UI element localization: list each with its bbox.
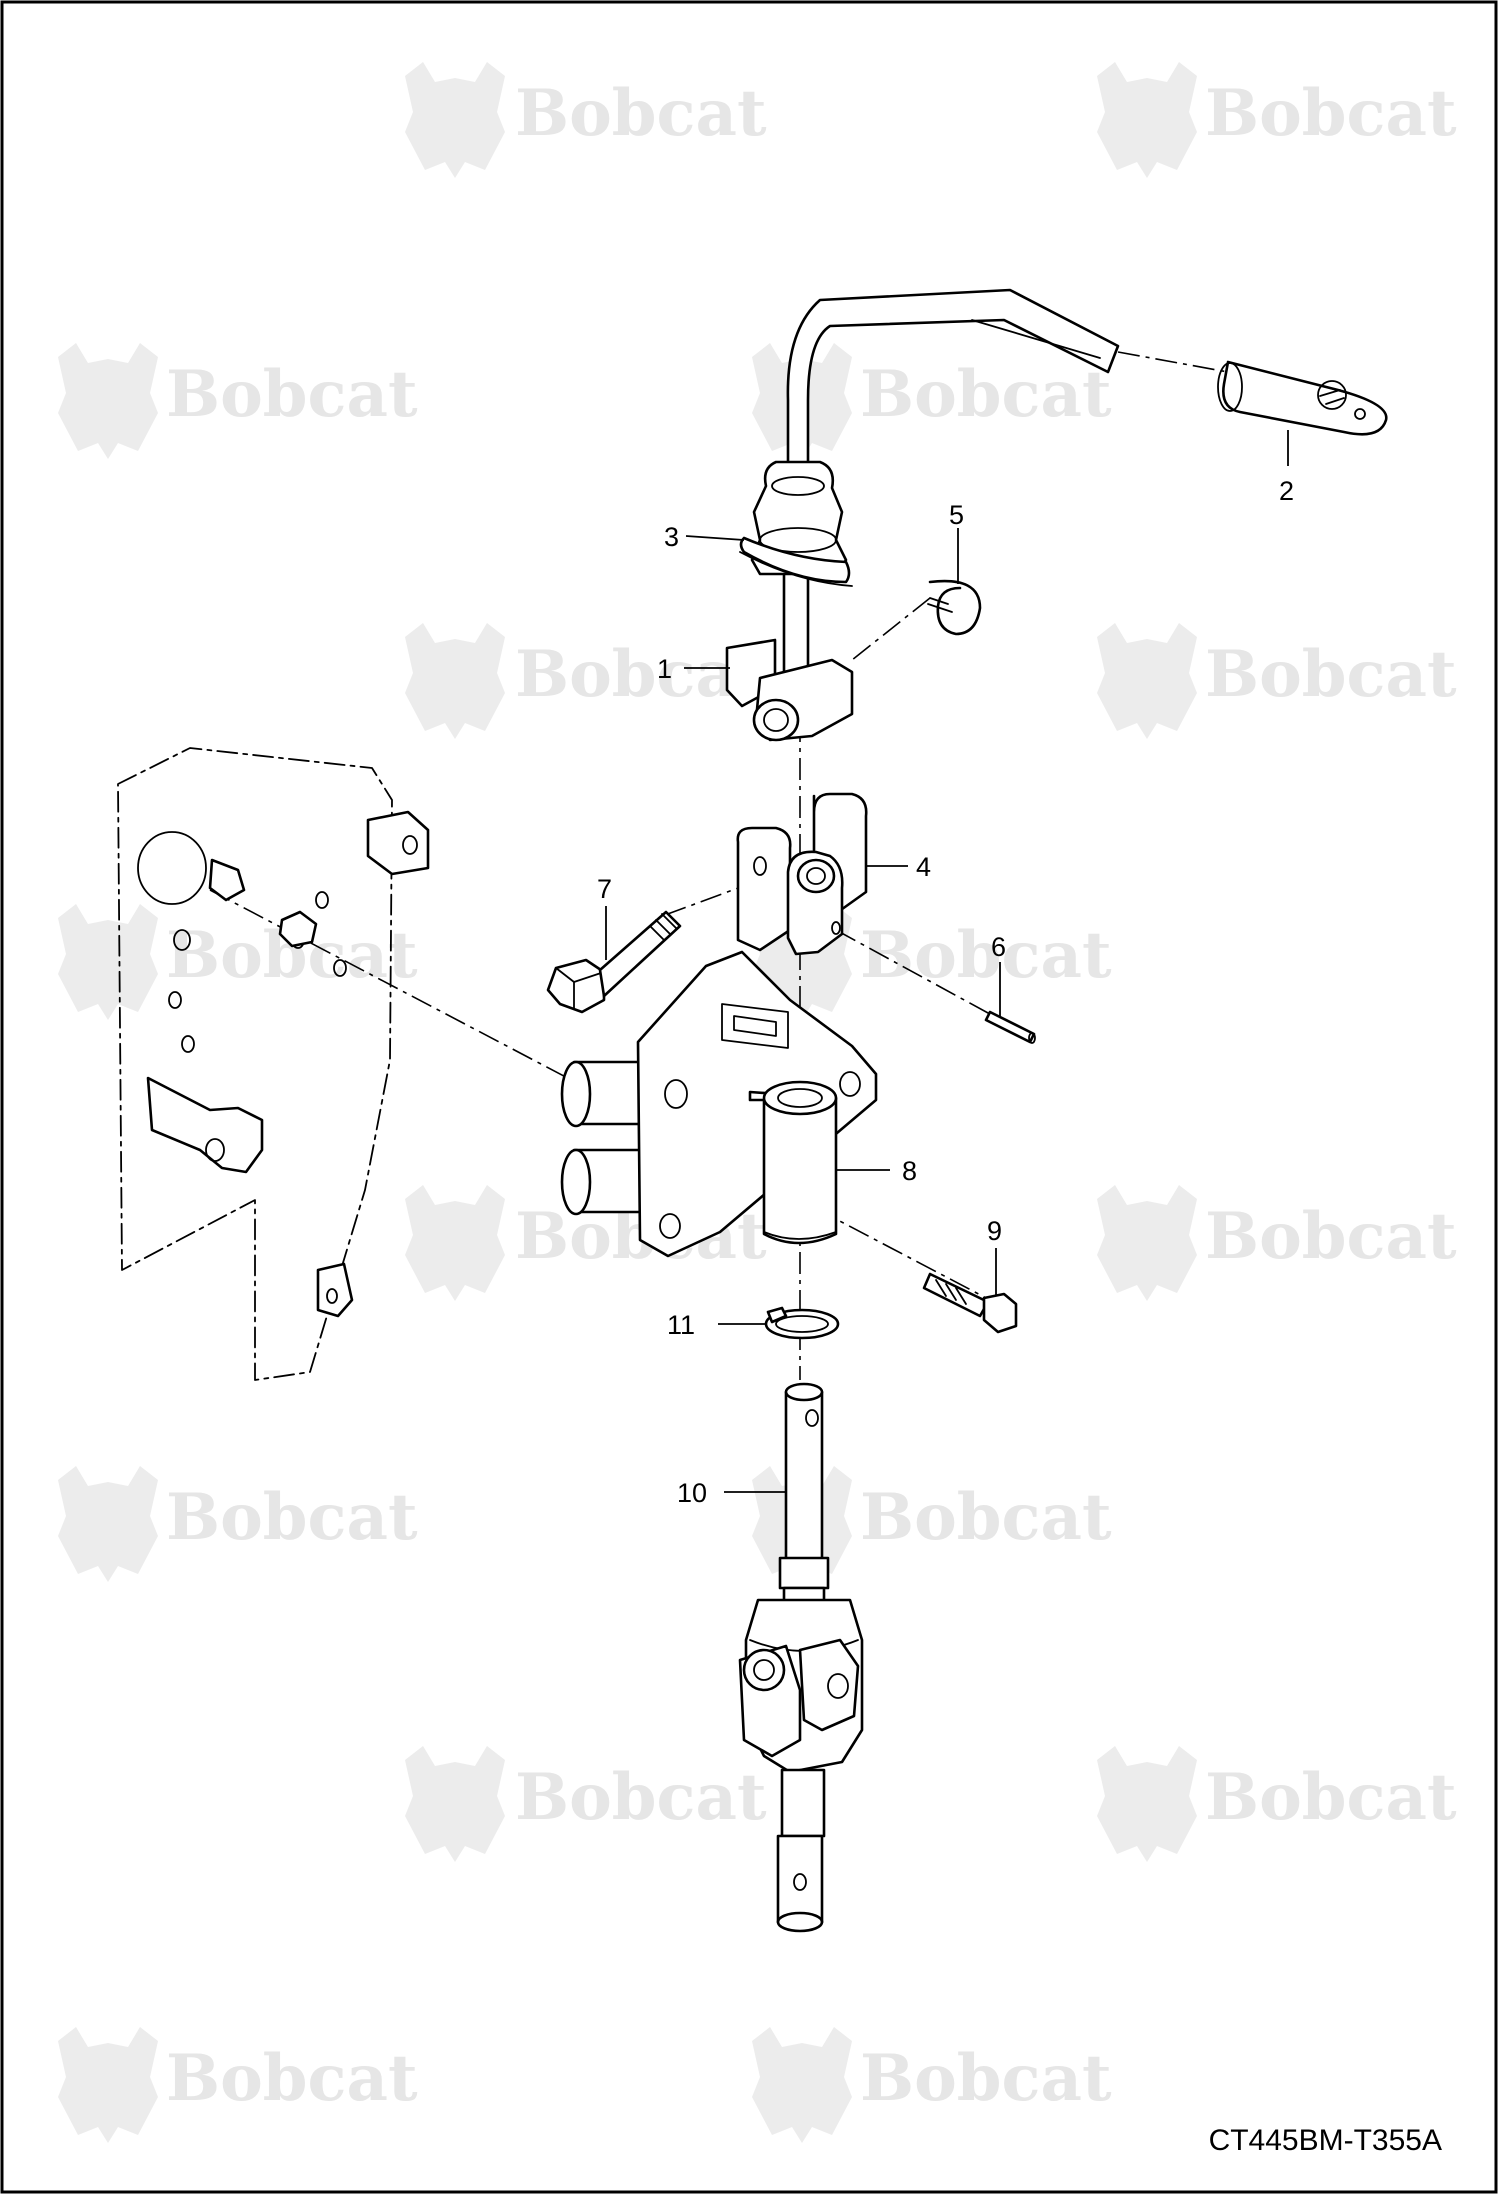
callout-labels: 1 2 3 4 5 6 7 8 9 10 11 xyxy=(597,476,1294,1508)
part-11-snap-ring xyxy=(764,1306,840,1340)
watermark-logo-icon xyxy=(58,904,158,1020)
callout-leaders xyxy=(605,430,1289,1493)
watermark-layer: Bobcat Bobcat Bobcat Bobcat Bobcat Bobca… xyxy=(58,62,1457,2143)
watermark-logo-icon xyxy=(405,1185,505,1301)
watermark-logo-icon xyxy=(58,1466,158,1582)
watermark-logo-icon xyxy=(58,343,158,459)
watermark-text: Bobcat xyxy=(860,2041,1112,2116)
callout-7: 7 xyxy=(597,874,612,904)
watermark-text: Bobcat xyxy=(166,357,418,432)
callout-10: 10 xyxy=(677,1478,707,1508)
callout-2: 2 xyxy=(1279,476,1294,506)
watermark-text: Bobcat xyxy=(515,1760,767,1835)
part-10-shaft xyxy=(738,1382,864,1933)
watermark-logo-icon xyxy=(405,62,505,178)
callout-9: 9 xyxy=(987,1216,1002,1246)
part-7-bolt xyxy=(546,910,682,1014)
watermark-logo-icon xyxy=(1097,62,1197,178)
part-9-cap-screw xyxy=(922,1272,1018,1334)
figure-reference-code: CT445BM-T355A xyxy=(1208,2124,1442,2157)
callout-11: 11 xyxy=(667,1310,695,1340)
callout-4: 4 xyxy=(916,852,931,882)
watermark-text: Bobcat xyxy=(166,1480,418,1555)
watermark-text: Bobcat xyxy=(860,1480,1112,1555)
callout-1: 1 xyxy=(657,654,672,684)
watermark-text: Bobcat xyxy=(166,2041,418,2116)
watermark-logo-icon xyxy=(58,2027,158,2143)
watermark-text: Bobcat xyxy=(1205,76,1457,151)
watermark-text: Bobcat xyxy=(1205,637,1457,712)
watermark-logo-icon xyxy=(1097,1746,1197,1862)
callout-3: 3 xyxy=(664,522,679,552)
watermark-text: Bobcat xyxy=(860,918,1112,993)
watermark-logo-icon xyxy=(752,2027,852,2143)
watermark-text: Bobcat xyxy=(1205,1199,1457,1274)
watermark-text: Bobcat xyxy=(515,637,767,712)
part-4-pivot-bracket xyxy=(736,792,868,956)
part-6-roll-pin xyxy=(984,1010,1036,1044)
watermark-logo-icon xyxy=(1097,1185,1197,1301)
watermark-logo-icon xyxy=(1097,623,1197,739)
callout-6: 6 xyxy=(991,932,1006,962)
part-3-lever-boot xyxy=(739,460,853,587)
mounting-plate xyxy=(117,747,430,1381)
part-2-handle-grip xyxy=(1217,360,1388,436)
callout-5: 5 xyxy=(949,500,964,530)
watermark-text: Bobcat xyxy=(860,357,1112,432)
watermark-text: Bobcat xyxy=(515,76,767,151)
watermark-logo-icon xyxy=(405,623,505,739)
callout-8: 8 xyxy=(902,1156,917,1186)
watermark-logo-icon xyxy=(405,1746,505,1862)
part-5-ring-pin xyxy=(927,579,982,636)
watermark-text: Bobcat xyxy=(1205,1760,1457,1835)
part-8-pivot-housing xyxy=(560,950,878,1258)
